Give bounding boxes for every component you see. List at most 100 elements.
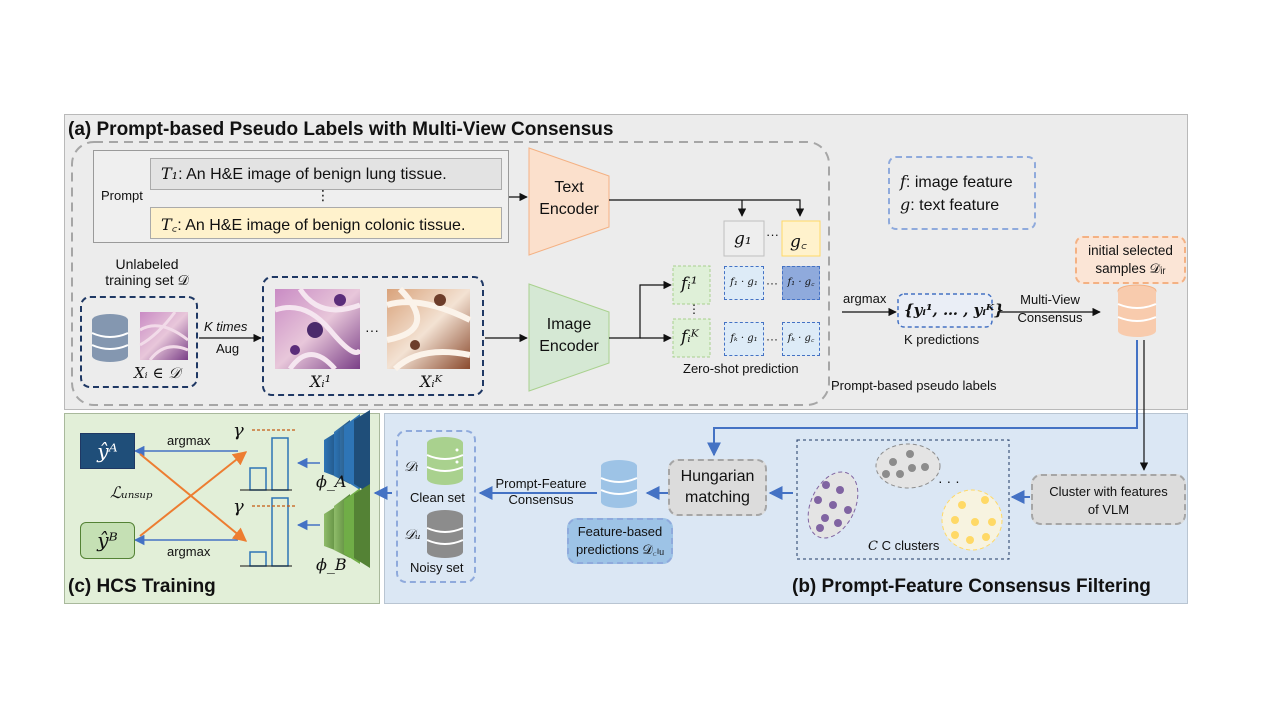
- initial-line2: samples 𝒟ᵢᵣ: [1095, 261, 1166, 276]
- prompt-t1: T₁: An H&E image of benign lung tissue.: [150, 158, 502, 190]
- dl-label: 𝒟ₗ: [404, 459, 419, 475]
- legend-box: [888, 156, 1036, 230]
- argmax-bottom: argmax: [167, 544, 211, 559]
- initial-line1: initial selected: [1088, 243, 1173, 258]
- du-label: 𝒟ᵤ: [404, 527, 421, 543]
- fik-label: fᵢᴷ: [681, 327, 699, 347]
- c-clusters-label: C C clusters: [868, 538, 940, 554]
- clean-noisy-box: [396, 430, 476, 583]
- fik-box: [672, 318, 711, 358]
- feature-based-label: Feature-based predictions 𝒟꜀ₗᵤ: [567, 523, 673, 559]
- svg-text:· · ·: · · ·: [938, 473, 960, 489]
- panel-a-title: (a) Prompt-based Pseudo Labels with Mult…: [68, 119, 614, 140]
- f1gc-cell: f₁ · g꜀: [782, 266, 820, 300]
- feature-based-line2: predictions 𝒟꜀ₗᵤ: [575, 542, 665, 557]
- histogram-bottom: [240, 497, 296, 567]
- fkg1-cell: fₖ · g₁: [724, 322, 764, 356]
- noisy-set-database-icon: [426, 510, 464, 558]
- hungarian-label: Hungarian matching: [668, 466, 767, 508]
- gamma-bottom: γ: [233, 496, 244, 517]
- fk-ellipsis: ···: [766, 332, 778, 346]
- prompt-pseudo-label: Prompt-based pseudo labels: [831, 378, 997, 393]
- prompt-feature-line2: Consensus: [508, 492, 574, 507]
- f1-ellipsis: ···: [766, 276, 778, 290]
- histogram-top: [240, 429, 296, 491]
- legend-f: f: image feature: [900, 172, 1013, 192]
- yb-box: [80, 522, 135, 559]
- fi1-label: fᵢ¹: [681, 274, 698, 294]
- hungarian-box: [668, 459, 767, 516]
- l-unsup-label: ℒᵤₙₛᵤₚ: [110, 483, 153, 502]
- augmented-views-box: [262, 276, 484, 396]
- initial-samples-box: [1075, 236, 1186, 284]
- xik-label: Xᵢᴷ: [420, 372, 443, 391]
- feature-based-line1: Feature-based: [577, 524, 663, 539]
- tc-text: : An H&E image of benign colonic tissue.: [177, 217, 466, 234]
- multi-view-label: Multi-View Consensus: [1005, 292, 1095, 326]
- cluster-features-line1: Cluster with features: [1049, 484, 1168, 499]
- prompt-feature-line1: Prompt-Feature: [495, 476, 587, 491]
- network-phi-a-icon: [324, 410, 370, 494]
- multi-view-line2: Consensus: [1017, 310, 1083, 325]
- feature-based-box: [567, 518, 673, 564]
- tc-symbol: T꜀: [161, 215, 178, 234]
- legend-f-symbol: f: [900, 172, 906, 191]
- aug-ellipsis: ···: [365, 322, 379, 338]
- k-predictions-label: K predictions: [904, 332, 980, 347]
- c-clusters-text: C clusters: [881, 538, 940, 553]
- c-clusters-box: [796, 439, 1010, 560]
- panel-b-title: (b) Prompt-Feature Consensus Filtering: [792, 576, 1151, 597]
- ya-label: ŷᴬ: [97, 439, 118, 463]
- argmax-top: argmax: [167, 433, 211, 448]
- prompt-vdots: ⋮: [316, 187, 330, 203]
- xi-in-d: Xᵢ ∈ 𝒟: [134, 364, 181, 382]
- fkgc-cell: fₖ · g꜀: [782, 322, 820, 356]
- panel-c-title: (c) HCS Training: [68, 576, 216, 597]
- text-encoder-label: Text Encoder: [539, 179, 599, 218]
- hungarian-line2: matching: [685, 489, 750, 506]
- gamma-top: γ: [233, 420, 244, 441]
- gc-label: g꜀: [790, 232, 807, 252]
- legend-f-text: : image feature: [905, 174, 1013, 191]
- k-times-label: K times: [204, 319, 248, 334]
- prompt-tc: T꜀: An H&E image of benign colonic tissu…: [150, 207, 502, 239]
- legend-g-symbol: g: [900, 195, 911, 214]
- k-predictions-box: [897, 293, 993, 328]
- zero-shot-label: Zero-shot prediction: [683, 361, 799, 376]
- encoder-region-outline: [71, 141, 830, 406]
- clean-set-database-icon: [426, 437, 464, 485]
- phi-a-label: ϕ_A: [316, 472, 347, 491]
- hungarian-line1: Hungarian: [680, 468, 755, 485]
- noisy-set-label: Noisy set: [410, 560, 464, 575]
- xi1-label: Xᵢ¹: [310, 372, 332, 391]
- ya-box: [80, 433, 135, 469]
- phi-b-label: ϕ_B: [316, 555, 347, 574]
- unlabeled-label: Unlabeled training set 𝒟: [92, 256, 202, 288]
- clean-set-label: Clean set: [410, 490, 465, 505]
- f-vdots: ⋮: [688, 302, 700, 316]
- gc-box: [781, 220, 821, 257]
- yb-label: ŷᴮ: [97, 528, 118, 552]
- unlabeled-line1: Unlabeled: [115, 256, 179, 272]
- y-set-label: {yᵢ¹, … , yᵢᴷ}: [904, 301, 1004, 319]
- image-encoder-label: Image Encoder: [539, 316, 599, 355]
- argmax-label-a: argmax: [843, 291, 887, 306]
- initial-samples-label: initial selected samples 𝒟ᵢᵣ: [1075, 242, 1186, 278]
- unlabeled-line2: training set 𝒟: [105, 272, 189, 288]
- g1-box: [723, 220, 765, 257]
- aug-label: Aug: [216, 341, 240, 356]
- cluster-features-box: [1031, 474, 1186, 525]
- legend-g: g: text feature: [900, 195, 999, 215]
- fi1-box: [672, 265, 711, 305]
- prompt-feature-label: Prompt-Feature Consensus: [488, 476, 594, 508]
- prompt-label: Prompt: [101, 188, 143, 203]
- legend-g-text: : text feature: [910, 197, 1000, 214]
- image-encoder-shape: [528, 283, 610, 392]
- unlabeled-set-box: [80, 296, 198, 388]
- network-phi-b-icon: [324, 484, 370, 568]
- cluster-features-line2: of VLM: [1087, 502, 1130, 517]
- database-icon: [91, 314, 129, 362]
- t1-symbol: T₁: [161, 164, 179, 183]
- f1g1-cell: f₁ · g₁: [724, 266, 764, 300]
